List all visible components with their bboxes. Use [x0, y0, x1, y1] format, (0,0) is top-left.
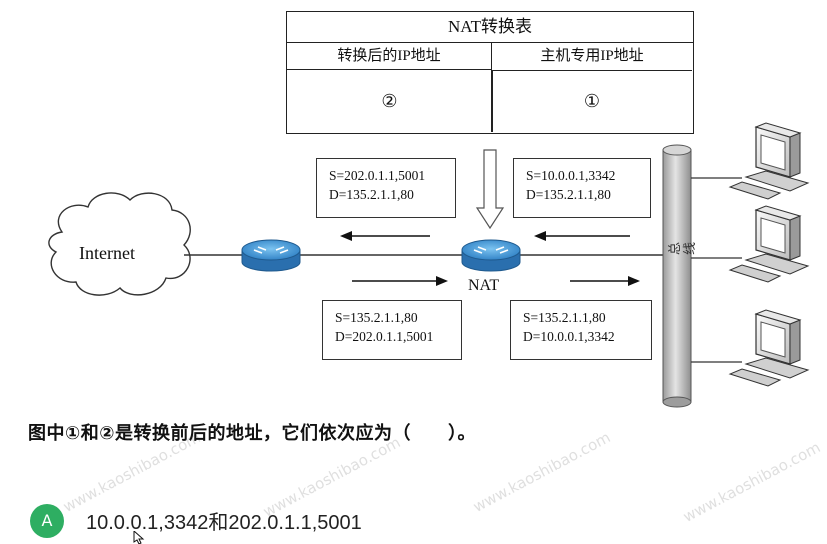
- packet-destination: D=135.2.1.1,80: [526, 187, 611, 202]
- watermark: www.kaoshibao.com: [680, 438, 824, 526]
- computer-icon: [728, 309, 810, 387]
- cursor-icon: [133, 531, 145, 544]
- nat-cell-translated: ②: [381, 91, 398, 111]
- arrow-left-top-right: [534, 231, 630, 241]
- nat-router-icon: [461, 239, 521, 272]
- router-icon: [241, 239, 301, 272]
- option-a-marker[interactable]: A: [30, 504, 64, 538]
- arrow-right-bottom-right: [570, 276, 640, 286]
- packet-box-bottom-left: S=135.2.1.1,80 D=202.0.1.1,5001: [322, 300, 462, 360]
- packet-destination: D=135.2.1.1,80: [329, 187, 414, 202]
- option-a-text[interactable]: 10.0.0.1,3342和202.0.1.1,5001: [86, 512, 362, 534]
- packet-source: S=135.2.1.1,80: [523, 310, 606, 325]
- bus-icon: [662, 144, 692, 408]
- arrow-right-bottom-left: [352, 276, 448, 286]
- nat-col-header-translated: 转换后的IP地址: [287, 42, 492, 70]
- question-text: 图中①和②是转换前后的地址，它们依次应为（ ）。: [28, 423, 476, 444]
- down-arrow-icon: [475, 149, 505, 230]
- network-diagram: [48, 122, 810, 408]
- nat-col-header-private: 主机专用IP地址: [492, 42, 692, 71]
- packet-box-bottom-right: S=135.2.1.1,80 D=10.0.0.1,3342: [510, 300, 652, 360]
- arrow-left-top-left: [340, 231, 430, 241]
- nat-label: NAT: [468, 277, 500, 294]
- packet-source: S=135.2.1.1,80: [335, 310, 418, 325]
- packet-destination: D=10.0.0.1,3342: [523, 329, 615, 344]
- packet-destination: D=202.0.1.1,5001: [335, 329, 434, 344]
- nat-cell-private: ①: [583, 91, 601, 111]
- packet-box-top-left: S=202.0.1.1,5001 D=135.2.1.1,80: [316, 158, 456, 218]
- nat-table-title: NAT转换表: [287, 12, 693, 43]
- internet-label: Internet: [79, 243, 135, 263]
- packet-source: S=202.0.1.1,5001: [329, 168, 426, 183]
- packet-box-top-right: S=10.0.0.1,3342 D=135.2.1.1,80: [513, 158, 651, 218]
- watermark: www.kaoshibao.com: [470, 428, 614, 516]
- computer-icon: [728, 205, 810, 283]
- bus-label: 总线: [668, 241, 698, 255]
- internet-cloud: [48, 192, 191, 296]
- nat-table-divider: [491, 70, 493, 132]
- packet-source: S=10.0.0.1,3342: [526, 168, 616, 183]
- nat-table: NAT转换表 转换后的IP地址 主机专用IP地址 ② ①: [286, 11, 694, 134]
- computer-icon: [728, 122, 810, 200]
